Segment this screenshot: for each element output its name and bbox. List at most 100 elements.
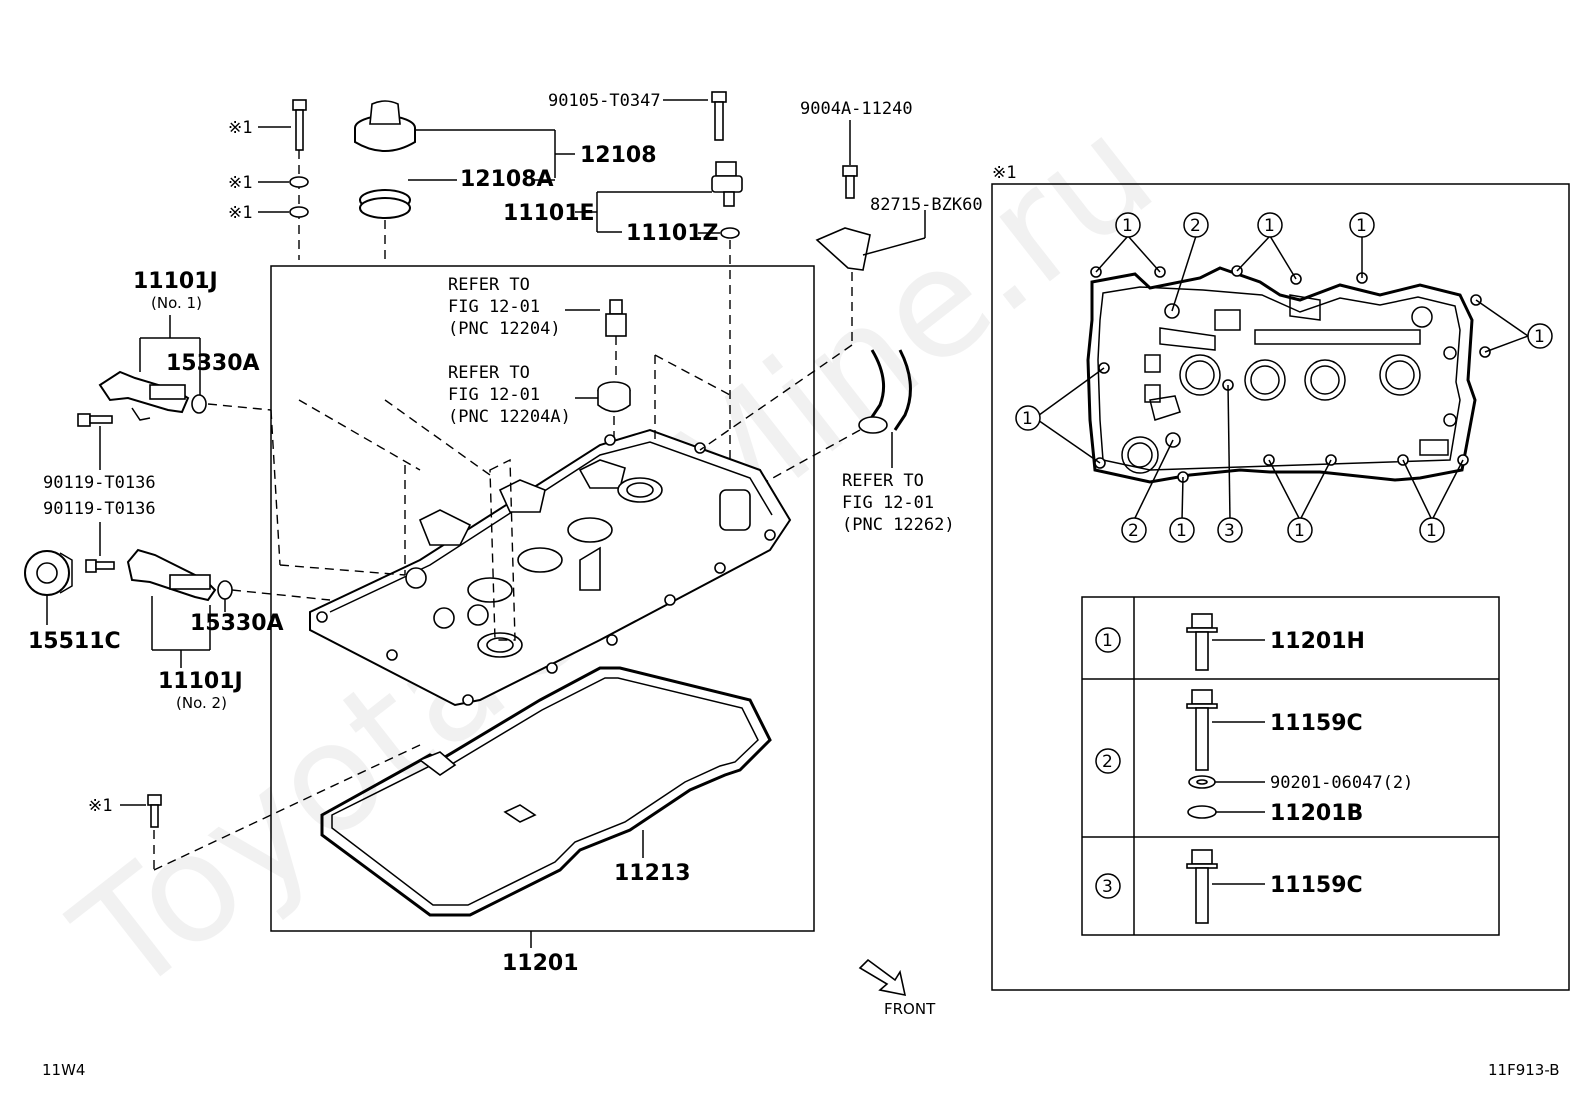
label-90119-2: 90119-T0136 [43, 499, 156, 519]
label-11101e: 11101E [503, 201, 595, 226]
ref-12204a-line3: (PNC 12204A) [448, 407, 571, 427]
label-82715: 82715-BZK60 [870, 195, 983, 215]
oring-no1 [191, 394, 207, 414]
ref-12204-line1: REFER TO [448, 275, 530, 295]
detail-mark: ※1 [992, 163, 1016, 183]
pcv-valve [605, 299, 627, 375]
washer-90201 [1188, 775, 1265, 789]
legend-part-11201b: 11201B [1270, 801, 1363, 826]
legend-part-11159c-a: 11159C [1270, 711, 1363, 736]
breather-hose [759, 349, 912, 486]
svg-text:1: 1 [1534, 327, 1545, 347]
svg-text:1: 1 [1426, 521, 1437, 541]
label-15511c: 15511C [28, 629, 121, 654]
svg-text:2: 2 [1102, 752, 1113, 772]
svg-text:1: 1 [1122, 216, 1133, 236]
label-11213: 11213 [614, 861, 691, 886]
ocv-valve-no1 [98, 370, 190, 421]
svg-text:1: 1 [1264, 216, 1275, 236]
cover-15511c [24, 550, 73, 625]
ref-12204a-line1: REFER TO [448, 363, 530, 383]
legend-part-11201h: 11201H [1270, 629, 1365, 654]
callout-circle: 1 [1349, 212, 1375, 238]
ref-12204-line2: FIG 12-01 [448, 297, 540, 317]
callout-circle: 1 [1169, 517, 1195, 543]
bolt-top-left [258, 99, 307, 260]
note-mark-bottom-bolt: ※1 [88, 796, 112, 816]
bolt-pattern-diagram [1086, 265, 1491, 484]
bolt-bottom-left [120, 744, 421, 871]
note-mark-washer-2: ※1 [228, 203, 252, 223]
label-11101j-no1-sub: (No. 1) [151, 294, 202, 312]
callout-circle: 1 [1015, 405, 1041, 431]
callout-leaders [1034, 235, 1529, 521]
front-arrow-icon [858, 958, 907, 997]
sensor-bolt [711, 91, 727, 141]
legend-key-3: 3 [1095, 873, 1121, 899]
callout-circle: 1 [1257, 212, 1283, 238]
label-9004a: 9004A-11240 [800, 99, 913, 119]
svg-text:3: 3 [1224, 521, 1235, 541]
label-11101j-no2-sub: (No. 2) [176, 694, 227, 712]
note-mark-washer-1: ※1 [228, 173, 252, 193]
callout-circle: 2 [1121, 517, 1147, 543]
ref-12204-line3: (PNC 12204) [448, 319, 561, 339]
label-11201: 11201 [502, 951, 579, 976]
detail-frame [991, 183, 1570, 991]
label-90119-1: 90119-T0136 [43, 473, 156, 493]
ref-12204a-line2: FIG 12-01 [448, 385, 540, 405]
callout-circle: 3 [1217, 517, 1243, 543]
bolt-11159c-short [1186, 849, 1265, 924]
cover-gasket [320, 666, 772, 917]
svg-text:1: 1 [1356, 216, 1367, 236]
label-15330a-no1: 15330A [166, 351, 260, 376]
washer-11201b [1187, 805, 1265, 819]
svg-text:3: 3 [1102, 877, 1113, 897]
footer-right-code: 11F913-B [1488, 1061, 1560, 1079]
ref-12262-line3: (PNC 12262) [842, 515, 955, 535]
assembly-frame [270, 265, 815, 932]
oring-no2 [217, 580, 233, 600]
sensor-oring [698, 227, 740, 470]
callout-circle: 1 [1527, 323, 1553, 349]
front-label: FRONT [884, 1000, 936, 1018]
callout-circle: 1 [1287, 517, 1313, 543]
legend-part-11159c-b: 11159C [1270, 873, 1363, 898]
ref-12262-line1: REFER TO [842, 471, 924, 491]
bolt-11159c-long [1186, 689, 1265, 771]
svg-text:1: 1 [1102, 631, 1113, 651]
bracket-bolt [842, 165, 858, 199]
cap-gasket [359, 179, 457, 260]
cam-position-sensor [597, 161, 743, 207]
label-11101j-no2: 11101J [158, 669, 243, 694]
callout-circle: 1 [1115, 212, 1141, 238]
cylinder-head-cover [309, 428, 792, 707]
bracket [815, 210, 926, 345]
note-mark-bolt: ※1 [228, 118, 252, 138]
oil-filler-cap [354, 100, 575, 178]
legend-table [1081, 596, 1500, 936]
ref-12262-line2: FIG 12-01 [842, 493, 934, 513]
legend-key-2: 2 [1095, 748, 1121, 774]
bolt-ocv-1 [77, 413, 113, 470]
callout-circle: 1 [1419, 517, 1445, 543]
callout-circle: 2 [1183, 212, 1209, 238]
bolt-11201h [1186, 613, 1265, 671]
washer-top-left-2 [258, 206, 309, 218]
label-11101z: 11101Z [626, 221, 719, 246]
svg-text:1: 1 [1176, 521, 1187, 541]
svg-text:2: 2 [1190, 216, 1201, 236]
legend-key-1: 1 [1095, 627, 1121, 653]
svg-text:1: 1 [1022, 409, 1033, 429]
bolt-ocv-2 [85, 559, 115, 573]
legend-part-90201: 90201-06047(2) [1270, 773, 1413, 793]
ocv-valve-no2 [126, 548, 217, 602]
svg-text:1: 1 [1294, 521, 1305, 541]
washer-top-left-1 [258, 176, 309, 188]
pcv-grommet [597, 381, 631, 440]
label-11101j-no1: 11101J [133, 269, 218, 294]
footer-left-code: 11W4 [42, 1061, 85, 1079]
label-15330a-no2: 15330A [190, 611, 284, 636]
label-12108: 12108 [580, 143, 657, 168]
